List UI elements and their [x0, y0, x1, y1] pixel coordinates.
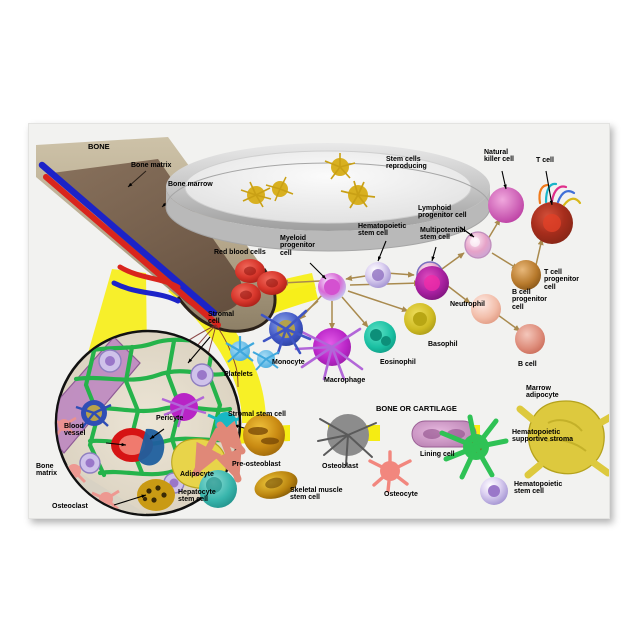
label-hematopoietic-stem-cell-2: Hematopoietic stem cell: [514, 481, 563, 496]
label-stromal-cell: Stromal cell: [208, 311, 235, 326]
label-bone-marrow: Bone marrow: [168, 181, 213, 188]
bone-illustration: [36, 137, 277, 388]
label-osteocyte: Osteocyte: [384, 491, 418, 498]
hepatocyte-stem-glyph: [199, 470, 237, 508]
label-lymphoid-progenitor-cell: Lymphoid progenitor cell: [418, 205, 467, 220]
pre-osteoblast-glyph: [243, 414, 285, 456]
eosinophil-glyph: [364, 321, 396, 353]
marrow-adipocyte-glyph: [516, 400, 610, 479]
skeletal-muscle-stem-glyph: [254, 471, 298, 499]
tcell-glyph: [531, 182, 582, 244]
label-blood-vessel: Blood vessel: [64, 423, 86, 438]
label-hepatocyte-stem-cell: Hepatocyte stem cell: [178, 489, 216, 504]
nk-glyph: [488, 187, 524, 223]
mesenchymal-arrows: [192, 420, 246, 483]
label-natural-killer-cell: Natural killer cell: [484, 149, 514, 164]
label-platelets: Platelets: [224, 371, 253, 378]
label-bone-or-cartilage: BONE OR CARTILAGE: [376, 404, 457, 413]
label-basophil: Basophil: [428, 341, 458, 348]
bcell-glyph: [515, 324, 545, 354]
myeloid-glyph: [318, 273, 346, 301]
label-macrophage: Macrophage: [324, 377, 366, 384]
label-monocyte: Monocyte: [272, 359, 305, 366]
platelets-glyph: [225, 336, 280, 371]
label-myeloid-progenitor-cell: Myeloid progenitor cell: [280, 235, 315, 257]
bprog-glyph: [471, 294, 501, 324]
label-multipotential-stem-cell: Multipotential stem cell: [420, 227, 466, 242]
osteocyte-glyph: [368, 450, 412, 493]
rbc-glyph: [231, 259, 287, 307]
label-bone-matrix: Bone matrix: [131, 162, 172, 169]
basophil-glyph: [404, 303, 436, 335]
label-t-cell-progenitor-cell: T cell progenitor cell: [544, 269, 579, 291]
label-red-blood-cells: Red blood cells: [214, 249, 266, 256]
petri-dish: [165, 143, 491, 252]
label-osteoclast: Osteoclast: [52, 503, 88, 510]
label-b-cell-progenitor-cell: B cell progenitor cell: [512, 289, 547, 311]
photo-print-panel: BONE Bone matrix Bone marrow Stem cells …: [28, 123, 610, 519]
diagram-graphics: [36, 137, 610, 517]
hematopoietic-supportive-stroma-glyph: [439, 414, 509, 480]
osteoblast-glyph: [317, 414, 377, 466]
tprog-glyph: [511, 260, 541, 290]
hsc-glyph: [365, 262, 391, 288]
lymphoid-glyph: [464, 231, 492, 259]
label-hematopoietic-supportive-stroma: Hematopoietic supportive stroma: [512, 429, 574, 444]
label-pre-osteoblast: Pre-osteoblast: [232, 461, 281, 468]
label-skeletal-muscle-stem-cell: Skeletal muscle stem cell: [290, 487, 343, 502]
label-bone: BONE: [88, 142, 110, 151]
label-stromal-stem-cell: Stromal stem cell: [228, 411, 286, 418]
label-t-cell: T cell: [536, 157, 554, 164]
hematopoietic-stem-cell-glyph2: [480, 477, 508, 505]
label-neutrophil: Neutrophil: [450, 301, 485, 308]
label-lining-cell: Lining cell: [420, 451, 455, 458]
monocyte-glyph: [260, 309, 312, 355]
macrophage-glyph: [294, 327, 364, 381]
label-marrow-adipocyte: Marrow adipocyte: [526, 385, 559, 400]
label-b-cell: B cell: [518, 361, 537, 368]
label-osteoblast: Osteoblast: [322, 463, 359, 470]
label-adipocyte: Adipocyte: [180, 471, 214, 478]
label-bone-matrix-inset: Bone matrix: [36, 463, 58, 478]
label-eosinophil: Eosinophil: [380, 359, 416, 366]
label-pericyte: Pericyte: [156, 415, 184, 422]
neutrophil-glyph: [415, 266, 449, 300]
label-hematopoietic-stem-cell: Hematopoietic stem cell: [358, 223, 407, 238]
label-stem-cells-reproducing: Stem cells reproducing: [386, 156, 427, 171]
